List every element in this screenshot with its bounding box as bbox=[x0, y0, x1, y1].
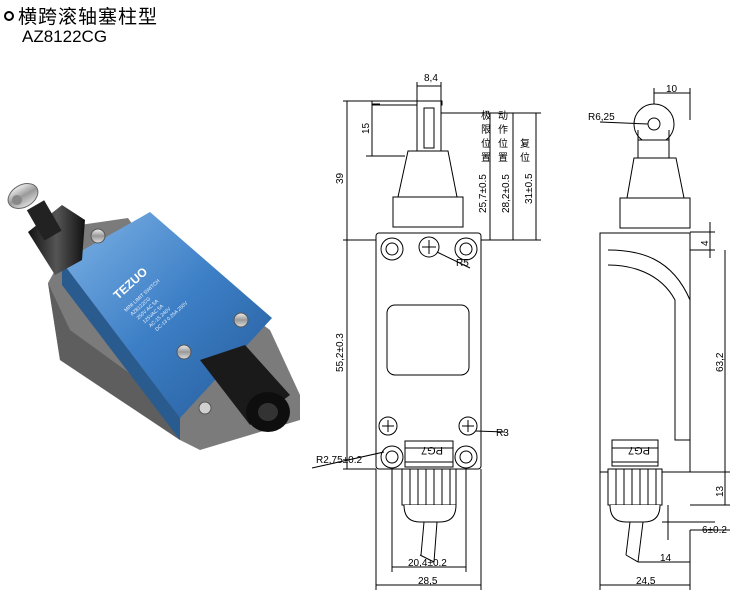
photo-screw bbox=[233, 312, 249, 328]
model-number: AZ8122CG bbox=[22, 27, 108, 46]
side-gland-label: PG7 bbox=[628, 444, 650, 456]
front-view bbox=[311, 82, 541, 590]
label-operating-3: 位 bbox=[498, 137, 508, 150]
front-hole-inner bbox=[459, 242, 473, 256]
front-gland-cap bbox=[403, 504, 457, 523]
photo-screw bbox=[90, 228, 106, 244]
dim-plunger-height: 15 bbox=[361, 122, 372, 134]
front-hole bbox=[454, 445, 478, 469]
product-photo: TEZUO MINI LIMIT SWITCH AZ8122CG 250V AC… bbox=[7, 183, 300, 450]
title-row: 横跨滚轴塞柱型 bbox=[4, 2, 158, 29]
label-limit-4: 置 bbox=[481, 152, 491, 164]
dim-hole-radius-bottom: R3 bbox=[496, 428, 509, 439]
dim-hole-spacing: 20,4±0.2 bbox=[408, 558, 447, 569]
side-body bbox=[599, 232, 691, 473]
side-plunger bbox=[637, 139, 670, 159]
front-view-labels: 8,4 15 39 55,2±0.3 25,7±0.5 28,2±0.5 31±… bbox=[316, 73, 535, 587]
dim-upper-height: 39 bbox=[335, 172, 346, 184]
front-window bbox=[386, 304, 470, 376]
label-limit-1: 极 bbox=[481, 109, 491, 122]
photo-blue-side bbox=[62, 262, 180, 440]
front-screw-bottom bbox=[378, 416, 398, 436]
label-operating-4: 置 bbox=[498, 152, 508, 164]
side-view-labels: 10 R6,25 4 63,2 13 6±0.2 14 24,5 PG7 bbox=[588, 84, 727, 587]
page-title: 横跨滚轴塞柱型 bbox=[18, 6, 159, 28]
front-hole bbox=[454, 237, 478, 261]
front-gland bbox=[404, 440, 454, 468]
bullet-icon bbox=[4, 10, 14, 21]
dim-side-total-width: 24,5 bbox=[636, 576, 656, 587]
photo-roller-hub bbox=[12, 195, 22, 205]
dim-roller-offset: 10 bbox=[666, 84, 678, 95]
photo-screw bbox=[176, 344, 192, 360]
dim-total-width: 28,5 bbox=[418, 576, 438, 587]
dim-pos-reset: 31±0.5 bbox=[524, 173, 535, 204]
front-gland-label: PG7 bbox=[421, 444, 443, 456]
dim-corner-radius: R2,75±0.2 bbox=[316, 455, 363, 466]
dim-roller-radius: R6,25 bbox=[588, 112, 615, 123]
side-cable bbox=[625, 521, 644, 563]
front-gland-nut bbox=[401, 468, 457, 506]
dim-cable-offset: 14 bbox=[660, 553, 672, 564]
dim-gland-offset: 6±0.2 bbox=[702, 525, 727, 536]
dim-body-height: 55,2±0.3 bbox=[335, 333, 346, 372]
label-operating-1: 动 bbox=[498, 110, 508, 122]
front-plunger-inner bbox=[423, 107, 435, 149]
side-curve bbox=[607, 249, 691, 441]
front-hole-inner bbox=[459, 450, 473, 464]
dim-hole-radius-top: R5 bbox=[456, 258, 469, 269]
front-hole bbox=[380, 237, 404, 261]
dim-top-step: 4 bbox=[700, 240, 711, 246]
side-gland-cap bbox=[609, 504, 661, 523]
dim-gland-height: 13 bbox=[715, 485, 726, 497]
photo-base-side bbox=[48, 283, 180, 440]
front-plunger bbox=[416, 100, 442, 152]
front-hole-inner bbox=[385, 450, 399, 464]
front-screw-top bbox=[418, 236, 440, 258]
label-reset-1: 复 bbox=[520, 137, 530, 150]
dim-side-body-height: 63,2 bbox=[715, 352, 726, 372]
label-operating-2: 作 bbox=[498, 124, 508, 136]
front-hole bbox=[380, 445, 404, 469]
dim-pos-limit: 25,7±0.5 bbox=[478, 174, 489, 213]
photo-plunger bbox=[26, 200, 62, 241]
photo-screw bbox=[198, 401, 212, 415]
side-view bbox=[599, 88, 730, 590]
label-limit-3: 位 bbox=[481, 137, 491, 150]
dim-top-width: 8,4 bbox=[424, 73, 438, 84]
photo-gland-hole bbox=[258, 403, 278, 421]
dim-pos-operating: 28,2±0.5 bbox=[501, 174, 512, 213]
front-cone bbox=[397, 150, 458, 198]
label-limit-2: 限 bbox=[481, 124, 491, 136]
front-neck bbox=[392, 196, 464, 228]
front-cable bbox=[420, 521, 438, 563]
front-roller-rect bbox=[371, 100, 443, 106]
front-screw-bottom bbox=[458, 416, 478, 436]
label-reset-2: 位 bbox=[520, 151, 530, 164]
side-cone bbox=[626, 157, 685, 199]
side-neck bbox=[619, 197, 691, 229]
front-hole-inner bbox=[385, 242, 399, 256]
